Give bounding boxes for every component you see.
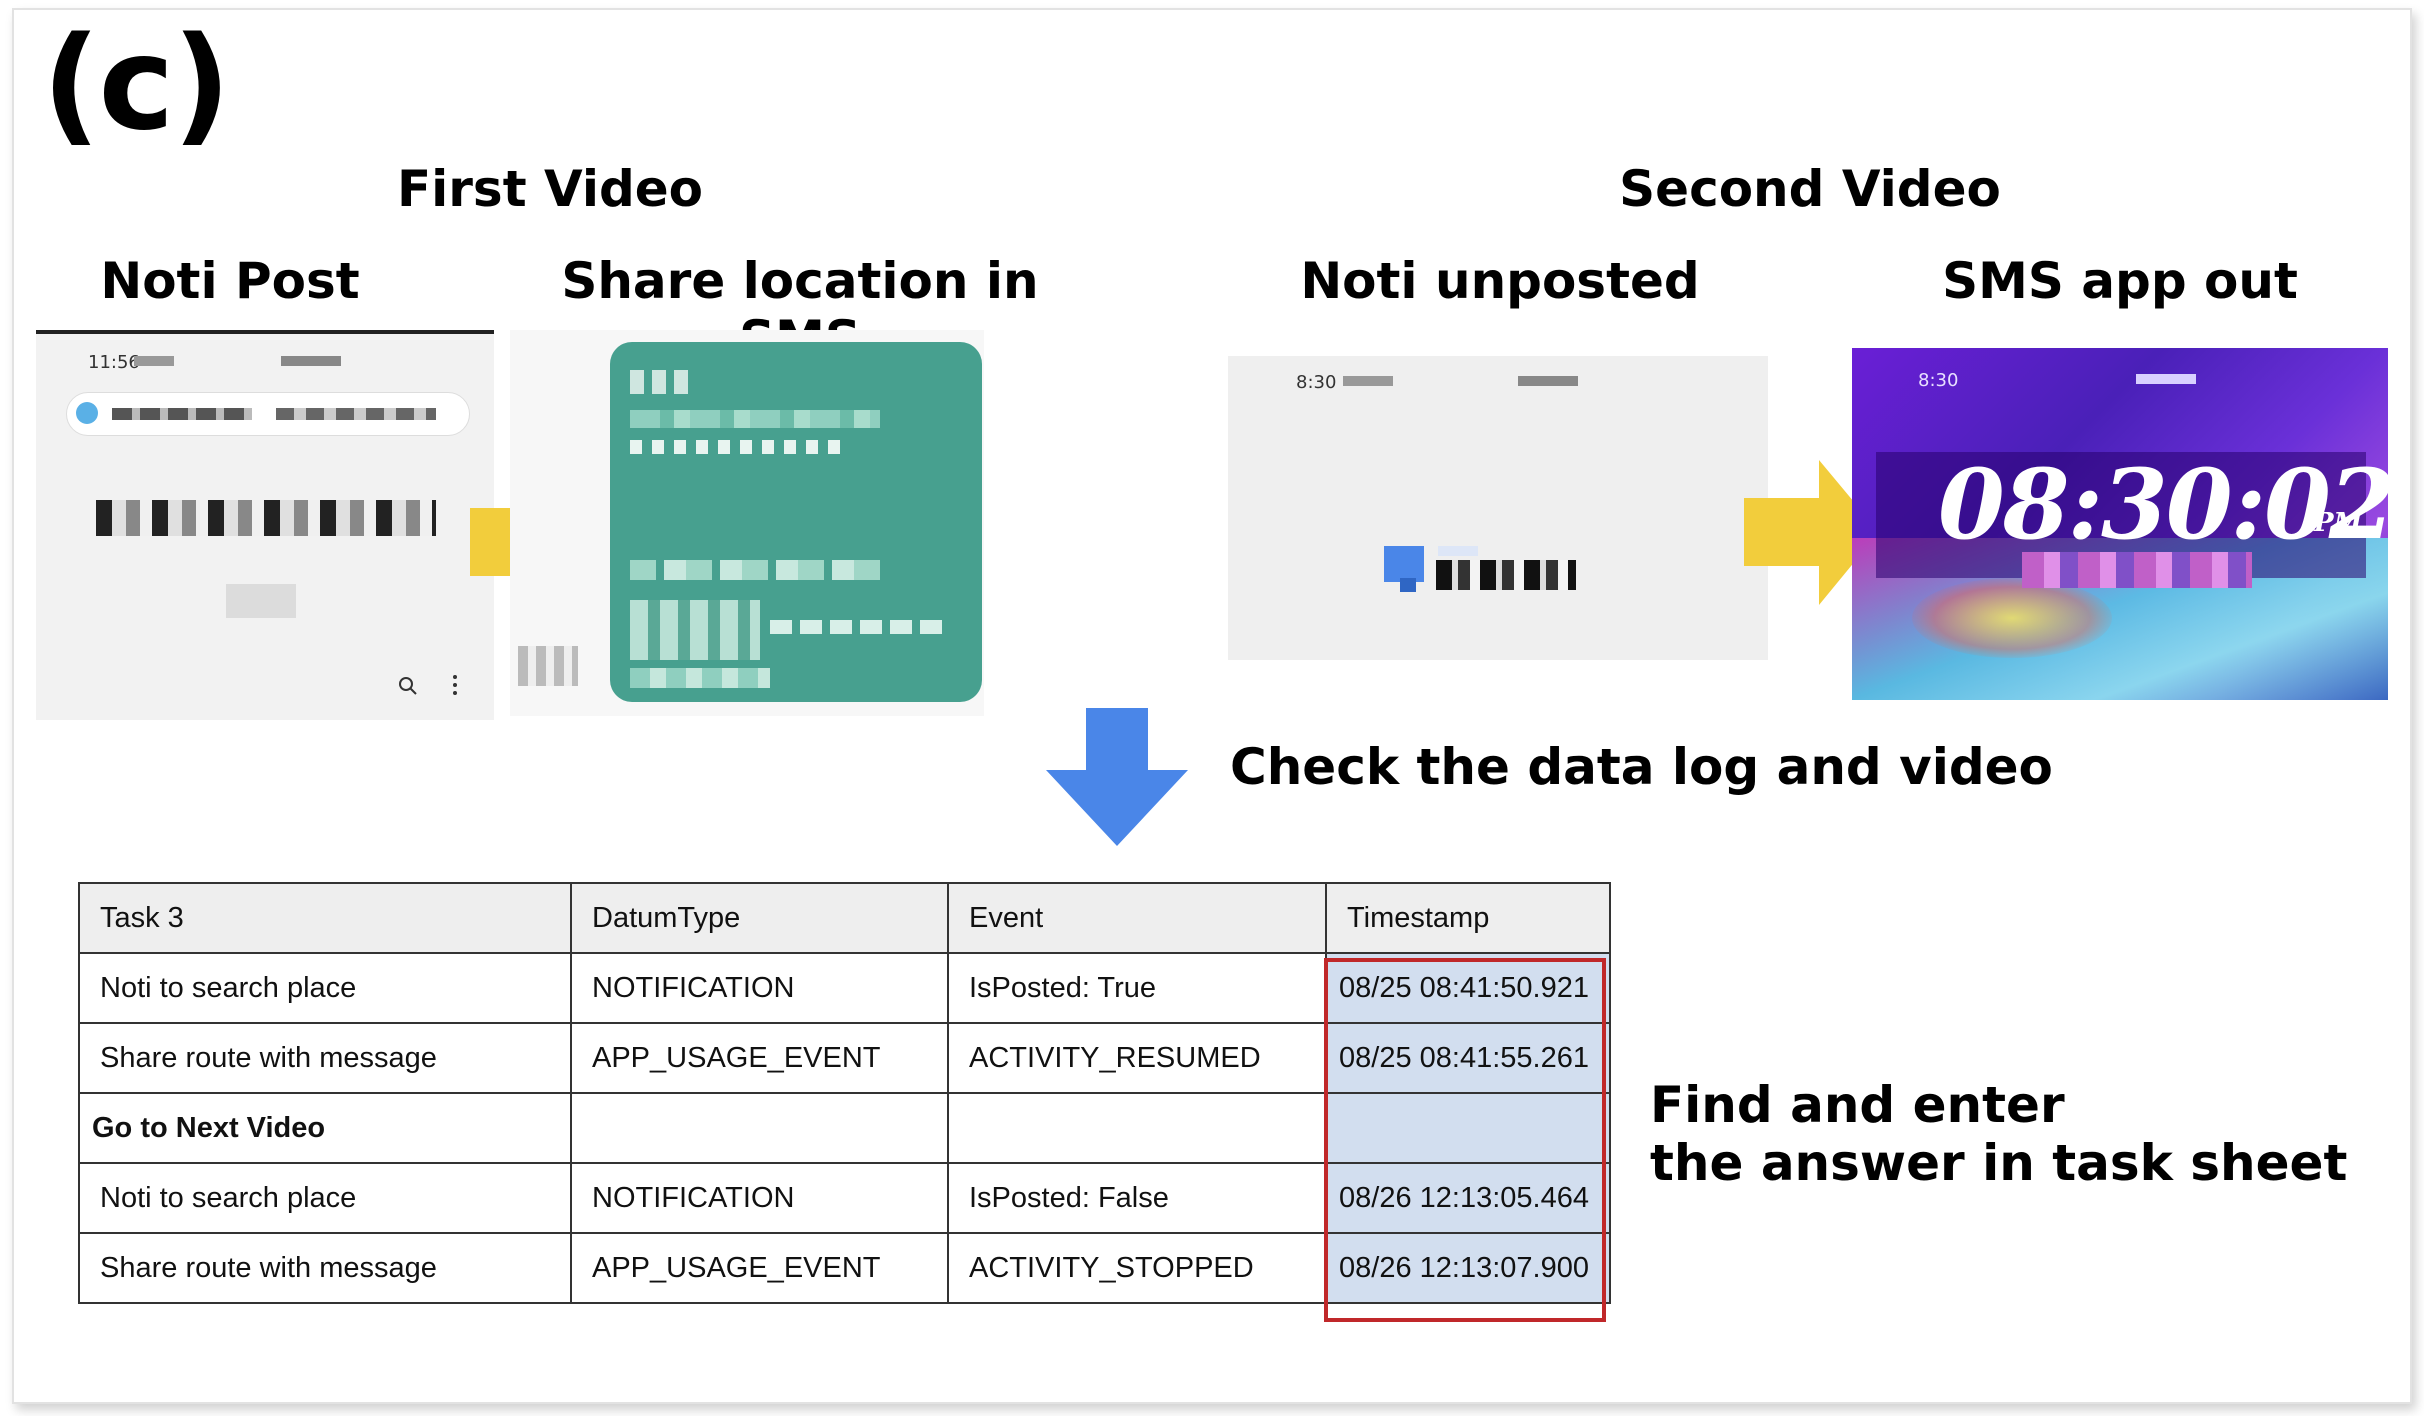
find-answer-text: Find and enter the answer in task sheet bbox=[1650, 1076, 2347, 1192]
cell-event: ACTIVITY_STOPPED bbox=[947, 1232, 1327, 1304]
header-datum-type: DatumType bbox=[570, 882, 949, 954]
header-timestamp: Timestamp bbox=[1325, 882, 1611, 954]
clock-time: 08:30:02 bbox=[1938, 448, 2388, 561]
cell-task: Noti to search place bbox=[78, 1162, 572, 1234]
cell-timestamp: 08/26 12:13:07.900 bbox=[1325, 1232, 1611, 1304]
pixelated-app-icon bbox=[1384, 546, 1424, 582]
status-time: 11:56 bbox=[88, 352, 140, 373]
panel-label-noti-unposted: Noti unposted bbox=[1300, 252, 1700, 310]
more-vert-icon[interactable] bbox=[452, 674, 458, 696]
arrow-down-icon bbox=[1046, 708, 1188, 850]
find-answer-line-1: Find and enter bbox=[1650, 1076, 2065, 1134]
clock-ampm: PM bbox=[2314, 508, 2363, 538]
find-answer-line-2: the answer in task sheet bbox=[1650, 1134, 2348, 1192]
cell-timestamp: 08/26 12:13:05.464 bbox=[1325, 1162, 1611, 1234]
cell-type: APP_USAGE_EVENT bbox=[570, 1232, 949, 1304]
check-log-text: Check the data log and video bbox=[1230, 738, 2053, 796]
noti-post-screenshot: 11:56 bbox=[36, 330, 494, 720]
status-time: 8:30 bbox=[1296, 372, 1337, 393]
cell-event: ACTIVITY_RESUMED bbox=[947, 1022, 1327, 1094]
cell-task: Share route with message bbox=[78, 1232, 572, 1304]
table-row: Noti to search place NOTIFICATION IsPost… bbox=[78, 952, 1611, 1024]
cell-timestamp: 08/25 08:41:50.921 bbox=[1325, 952, 1611, 1024]
sms-share-screenshot bbox=[510, 330, 984, 716]
cell-task: Noti to search place bbox=[78, 952, 572, 1024]
table-header-row: Task 3 DatumType Event Timestamp bbox=[78, 882, 1611, 954]
figure-label: (c) bbox=[42, 10, 231, 159]
second-video-title: Second Video bbox=[1619, 160, 2001, 218]
cell-type bbox=[570, 1092, 949, 1164]
cell-type: NOTIFICATION bbox=[570, 952, 949, 1024]
timestamp-highlight-box bbox=[1324, 958, 1606, 1322]
cell-task: Share route with message bbox=[78, 1022, 572, 1094]
sms-app-out-screenshot: 8:30 08:30:02 PM bbox=[1852, 348, 2388, 700]
search-icon[interactable] bbox=[398, 676, 417, 695]
header-task: Task 3 bbox=[78, 882, 572, 954]
cell-timestamp bbox=[1325, 1092, 1611, 1164]
cell-type: NOTIFICATION bbox=[570, 1162, 949, 1234]
pixelated-content bbox=[96, 500, 436, 536]
cell-event bbox=[947, 1092, 1327, 1164]
header-event: Event bbox=[947, 882, 1327, 954]
table-row: Share route with message APP_USAGE_EVENT… bbox=[78, 1022, 1611, 1094]
noti-unposted-screenshot: 8:30 bbox=[1228, 356, 1768, 660]
panel-label-sms-app-out: SMS app out bbox=[1942, 252, 2298, 310]
panel-label-noti-post: Noti Post bbox=[100, 252, 360, 310]
table-row: Share route with message APP_USAGE_EVENT… bbox=[78, 1232, 1611, 1304]
cell-event: IsPosted: False bbox=[947, 1162, 1327, 1234]
cell-task: Go to Next Video bbox=[78, 1092, 572, 1164]
message-app-icon bbox=[76, 402, 98, 424]
arrow-right-icon bbox=[1744, 460, 1879, 609]
status-time: 8:30 bbox=[1918, 370, 1959, 391]
cell-type: APP_USAGE_EVENT bbox=[570, 1022, 949, 1094]
first-video-title: First Video bbox=[396, 160, 704, 218]
table-row: Noti to search place NOTIFICATION IsPost… bbox=[78, 1162, 1611, 1234]
cell-event: IsPosted: True bbox=[947, 952, 1327, 1024]
